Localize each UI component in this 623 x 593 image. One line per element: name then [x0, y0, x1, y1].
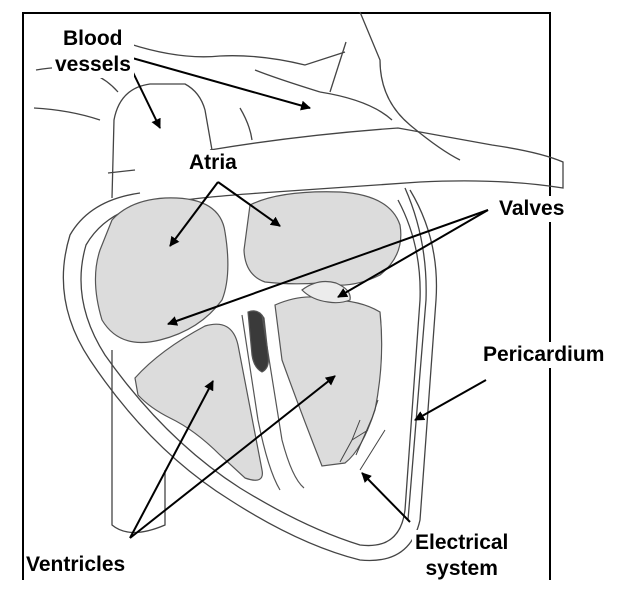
right-atrium-shape — [244, 192, 401, 285]
label-electrical-line2: system — [415, 556, 508, 582]
label-pericardium: Pericardium — [480, 342, 607, 368]
left-ventricle-shape — [135, 324, 262, 480]
arrow-electrical — [362, 473, 410, 522]
arrow-pericardium — [415, 380, 486, 420]
arrow-blood-vessels-2 — [125, 56, 310, 108]
septum-dark — [248, 311, 268, 372]
label-electrical-system: Electrical system — [412, 530, 511, 582]
label-atria: Atria — [186, 150, 240, 176]
label-blood-vessels: Blood vessels — [52, 26, 134, 78]
label-blood-vessels-line2: vessels — [55, 52, 131, 78]
left-atrium-shape — [95, 198, 227, 343]
label-ventricles: Ventricles — [24, 552, 127, 578]
label-valves: Valves — [496, 196, 567, 222]
label-blood-vessels-line1: Blood — [55, 26, 131, 52]
label-electrical-line1: Electrical — [415, 530, 508, 556]
